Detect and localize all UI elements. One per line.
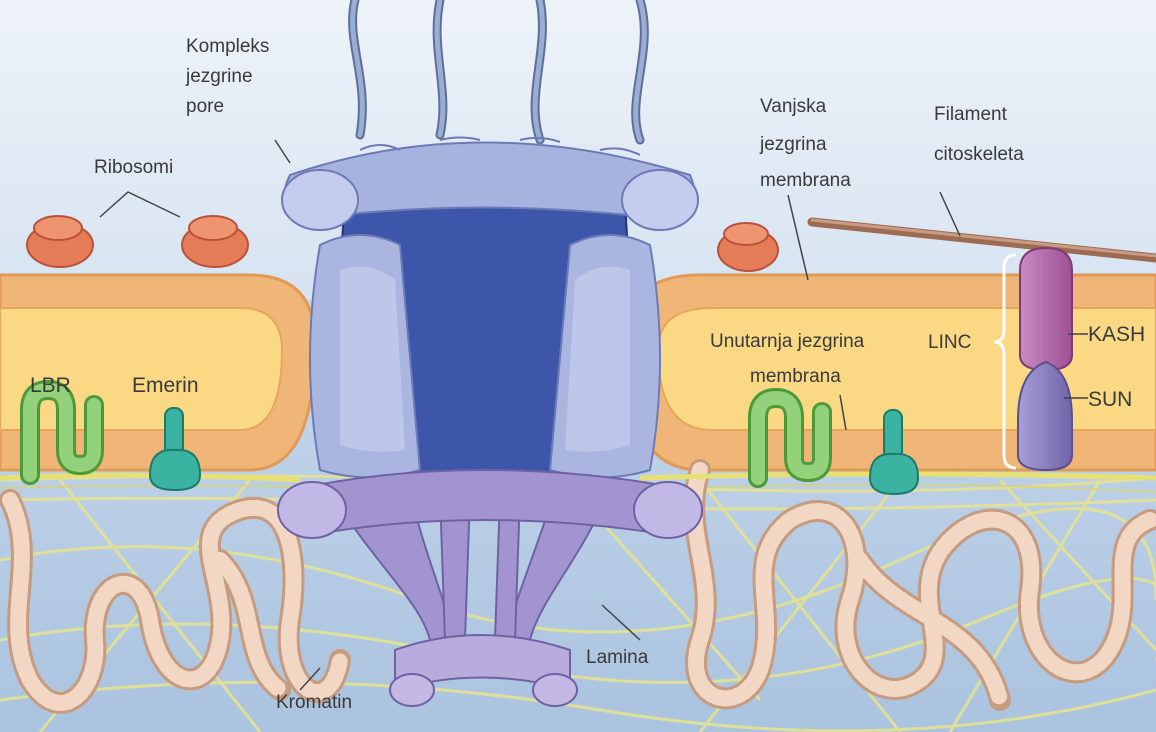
lbr-label: LBR — [30, 374, 71, 397]
filament-label-line1: Filament — [934, 104, 1008, 125]
filament-label-line2: citoskeleta — [934, 144, 1024, 165]
lbr-protein-left — [30, 390, 94, 475]
outer-membrane-label-line3: membrana — [760, 170, 851, 191]
sun-label: SUN — [1088, 388, 1132, 411]
kash-label: KASH — [1088, 323, 1145, 346]
lbr-protein-right — [758, 398, 822, 478]
linc-label: LINC — [928, 332, 971, 353]
npc-label-line1: Kompleks — [186, 36, 269, 57]
outer-membrane-label-line2: jezgrina — [759, 134, 827, 155]
npc-label-line2: jezgrine — [185, 66, 253, 87]
left-nuclear-envelope — [0, 275, 315, 470]
ribosomes-label: Ribosomi — [94, 157, 173, 178]
sun-protein — [1018, 362, 1072, 470]
npc-label-line3: pore — [186, 96, 224, 117]
outer-membrane-label-line1: Vanjska — [760, 96, 827, 117]
kash-protein — [1020, 248, 1072, 370]
inner-membrane-label-line2: membrana — [750, 366, 841, 387]
inner-membrane-label-line1: Unutarnja jezgrina — [710, 331, 865, 352]
chromatin-label: Kromatin — [276, 692, 352, 713]
lamina-label: Lamina — [586, 647, 649, 668]
emerin-label: Emerin — [132, 374, 199, 397]
